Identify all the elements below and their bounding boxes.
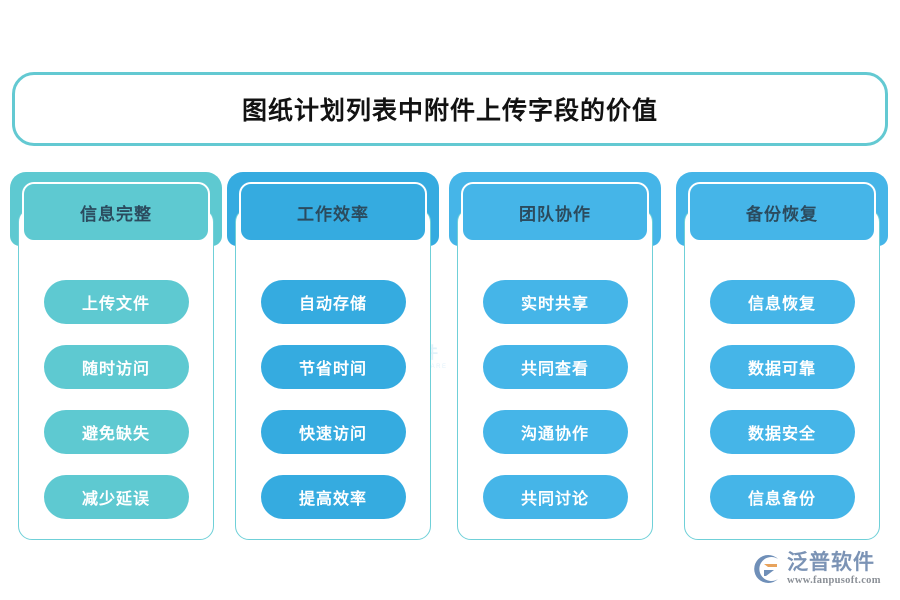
fanpu-logo-icon <box>752 554 782 584</box>
column-card-4: 备份恢复 信息恢复 数据可靠 数据安全 信息备份 <box>676 170 888 542</box>
column-items-4: 信息恢复 数据可靠 数据安全 信息备份 <box>684 280 880 519</box>
fanpu-logo-svg <box>754 555 778 583</box>
item-label: 信息恢复 <box>747 296 816 313</box>
list-item[interactable]: 数据安全 <box>709 410 855 454</box>
column-header-3[interactable]: 团队协作 <box>461 182 649 242</box>
page-title-box: 图纸计划列表中附件上传字段的价值 <box>12 72 888 146</box>
list-item[interactable]: 信息恢复 <box>709 280 855 324</box>
list-item[interactable]: 随时访问 <box>43 345 189 389</box>
brand-logo: 泛普软件 www.fanpusoft.com <box>752 546 892 592</box>
column-header-2[interactable]: 工作效率 <box>239 182 427 242</box>
item-label: 共同查看 <box>520 361 589 378</box>
item-label: 提高效率 <box>298 491 367 508</box>
column-card-2: 工作效率 自动存储 节省时间 快速访问 提高效率 <box>227 170 439 542</box>
item-label: 沟通协作 <box>520 426 589 443</box>
list-item[interactable]: 沟通协作 <box>482 410 628 454</box>
list-item[interactable]: 避免缺失 <box>43 410 189 454</box>
item-label: 随时访问 <box>81 361 150 378</box>
list-item[interactable]: 快速访问 <box>260 410 406 454</box>
column-header-1[interactable]: 信息完整 <box>22 182 210 242</box>
list-item[interactable]: 共同查看 <box>482 345 628 389</box>
column-items-1: 上传文件 随时访问 避免缺失 减少延误 <box>18 280 214 519</box>
list-item[interactable]: 共同讨论 <box>482 475 628 519</box>
column-header-label-2: 工作效率 <box>297 204 369 224</box>
column-card-3: 团队协作 实时共享 共同查看 沟通协作 共同讨论 <box>449 170 661 542</box>
item-label: 数据可靠 <box>747 361 816 378</box>
item-label: 实时共享 <box>520 296 589 313</box>
list-item[interactable]: 节省时间 <box>260 345 406 389</box>
column-items-2: 自动存储 节省时间 快速访问 提高效率 <box>235 280 431 519</box>
list-item[interactable]: 减少延误 <box>43 475 189 519</box>
list-item[interactable]: 数据可靠 <box>709 345 855 389</box>
column-header-label-3: 团队协作 <box>519 204 591 224</box>
item-label: 减少延误 <box>81 491 150 508</box>
list-item[interactable]: 自动存储 <box>260 280 406 324</box>
list-item[interactable]: 信息备份 <box>709 475 855 519</box>
list-item[interactable]: 上传文件 <box>43 280 189 324</box>
item-label: 共同讨论 <box>520 491 589 508</box>
brand-name: 泛普软件 <box>787 550 875 574</box>
item-label: 节省时间 <box>298 361 367 378</box>
item-label: 自动存储 <box>298 296 367 313</box>
column-header-4[interactable]: 备份恢复 <box>688 182 876 242</box>
value-columns: 信息完整 上传文件 随时访问 避免缺失 减少延误 工作效率 自动存储 节省时间 … <box>0 170 900 542</box>
item-label: 上传文件 <box>81 296 150 313</box>
column-items-3: 实时共享 共同查看 沟通协作 共同讨论 <box>457 280 653 519</box>
item-label: 数据安全 <box>747 426 816 443</box>
list-item[interactable]: 实时共享 <box>482 280 628 324</box>
column-header-label-4: 备份恢复 <box>746 204 818 224</box>
brand-url: www.fanpusoft.com <box>787 574 881 586</box>
column-card-1: 信息完整 上传文件 随时访问 避免缺失 减少延误 <box>10 170 222 542</box>
item-label: 信息备份 <box>747 491 816 508</box>
list-item[interactable]: 提高效率 <box>260 475 406 519</box>
brand-text: 泛普软件 www.fanpusoft.com <box>787 552 881 587</box>
item-label: 避免缺失 <box>81 426 150 443</box>
item-label: 快速访问 <box>298 426 367 443</box>
page-title: 图纸计划列表中附件上传字段的价值 <box>241 97 658 125</box>
column-header-label-1: 信息完整 <box>80 204 152 224</box>
